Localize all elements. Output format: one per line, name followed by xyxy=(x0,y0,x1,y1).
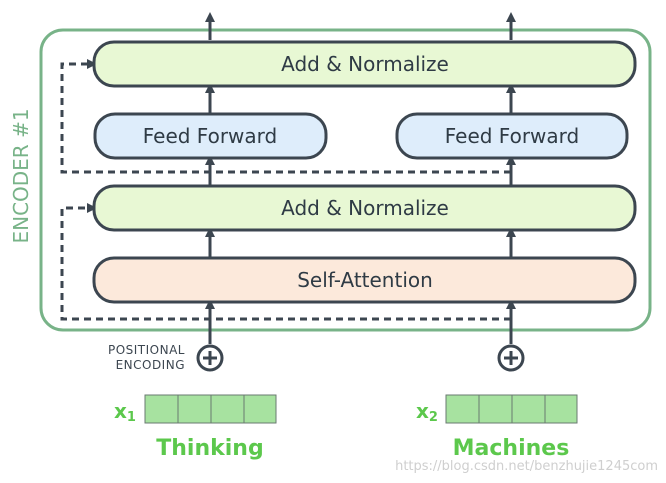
self-attention-box: Self-Attention xyxy=(92,256,637,304)
watermark: https://blog.csdn.net/benzhujie1245com xyxy=(395,459,658,474)
positional-encoding-line2: ENCODING xyxy=(116,358,185,372)
input-1-word: Thinking xyxy=(156,436,263,461)
add-normalize-bottom-box: Add & Normalize xyxy=(92,184,637,232)
feed-forward-right-box: Feed Forward xyxy=(395,112,629,160)
feed-forward-left-label: Feed Forward xyxy=(143,124,278,148)
residual-connection-bottom xyxy=(60,203,511,321)
positional-add-icon-right xyxy=(497,344,525,372)
input-2-symbol: x2 xyxy=(416,399,438,425)
add-normalize-top-box: Add & Normalize xyxy=(92,40,637,88)
positional-encoding-line1: POSITIONAL xyxy=(108,343,185,357)
positional-add-icon-left xyxy=(196,344,224,372)
input-2-word: Machines xyxy=(453,436,570,461)
input-2-embedding-vector xyxy=(445,394,578,424)
encoder-label: ENCODER #1 xyxy=(9,108,33,243)
flow-arrows xyxy=(205,12,516,344)
feed-forward-right-label: Feed Forward xyxy=(445,124,580,148)
add-normalize-bottom-label: Add & Normalize xyxy=(281,196,449,220)
feed-forward-left-box: Feed Forward xyxy=(93,112,328,160)
input-1-symbol: x1 xyxy=(114,399,136,425)
add-normalize-top-label: Add & Normalize xyxy=(281,52,449,76)
input-1-embedding-vector xyxy=(144,394,277,424)
encoder-container xyxy=(39,28,652,332)
self-attention-label: Self-Attention xyxy=(297,268,433,292)
